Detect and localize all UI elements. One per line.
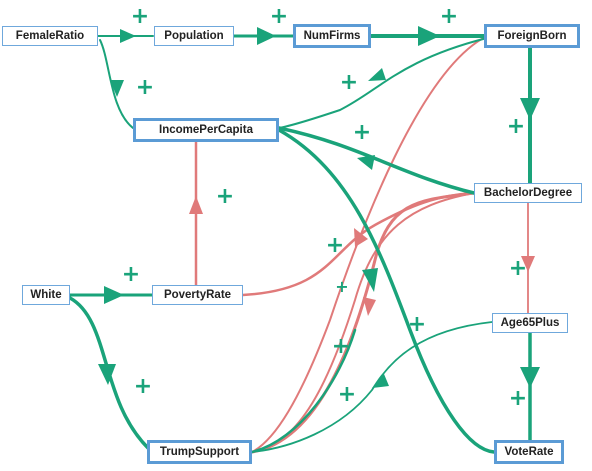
node-female-ratio[interactable]: FemaleRatio	[2, 26, 98, 46]
arrowhead-povertyrate-incomepercapita	[189, 196, 203, 214]
sign-label: +	[331, 334, 351, 359]
arrowhead-femaleratio-incomepercapita	[110, 80, 124, 97]
node-age65plus[interactable]: Age65Plus	[492, 313, 568, 333]
sign-label: +	[506, 114, 526, 139]
edge-trumpsupport-voterate	[250, 328, 357, 454]
sign-label: +	[439, 4, 459, 29]
arrowhead-bachelordegree-trumpsupport	[363, 297, 376, 316]
sign-label: +	[135, 75, 155, 100]
edge-bachelordegree-incomepercapita	[277, 126, 476, 195]
node-bachelor-degree[interactable]: BachelorDegree	[474, 183, 582, 203]
node-vote-rate[interactable]: VoteRate	[494, 440, 564, 464]
sign-label: +	[352, 120, 372, 145]
node-poverty-rate[interactable]: PovertyRate	[152, 285, 243, 305]
node-trump-support[interactable]: TrumpSupport	[147, 440, 252, 464]
sign-label: +	[325, 233, 345, 258]
sign-label: +	[130, 4, 150, 29]
sign-label: +	[508, 256, 528, 281]
sign-label: +	[215, 184, 235, 209]
node-num-firms[interactable]: NumFirms	[293, 24, 371, 48]
arrowhead-age65plus-voterate	[520, 367, 540, 388]
arrowhead-incomepercapita-voterate	[362, 268, 378, 292]
arrowhead-age65plus-trumpsupport	[372, 374, 389, 388]
edge-white-trumpsupport	[68, 296, 150, 450]
node-income-per-capita[interactable]: IncomePerCapita	[133, 118, 279, 142]
arrowhead-foreignborn-incomepercapita	[368, 68, 386, 81]
arrowhead-femaleratio-population	[120, 29, 136, 43]
edge-age65plus-trumpsupport	[251, 321, 493, 453]
node-foreign-born[interactable]: ForeignBorn	[484, 24, 580, 48]
arrowhead-population-numfirms	[257, 27, 276, 45]
sign-label: +	[508, 386, 528, 411]
arrowhead-foreignborn-bachelordegree	[520, 98, 540, 120]
node-white[interactable]: White	[22, 285, 70, 305]
edge-femaleratio-incomepercapita	[99, 39, 134, 129]
arrowhead-bachelordegree-age65plus	[521, 256, 535, 272]
sign-label: +	[335, 277, 349, 296]
sign-label: +	[337, 382, 357, 407]
arrowhead-white-povertyrate	[104, 286, 124, 304]
edge-foreignborn-trumpsupport	[251, 35, 488, 453]
edge-foreignborn-incomepercapita	[278, 37, 488, 129]
arrowhead-numfirms-foreignborn	[418, 26, 440, 46]
arrowhead-white-trumpsupport	[98, 364, 116, 385]
sign-label: +	[121, 262, 141, 287]
node-population[interactable]: Population	[154, 26, 234, 46]
arrowhead-bachelordegree-incomepercapita	[357, 155, 375, 170]
sign-label: +	[407, 312, 427, 337]
arrowhead-foreignborn-trumpsupport	[354, 228, 368, 247]
edge-povertyrate-bachelordegree	[241, 191, 476, 297]
sign-label: +	[339, 70, 359, 95]
sign-label: +	[269, 4, 289, 29]
sign-label: +	[133, 374, 153, 399]
edge-incomepercapita-voterate	[277, 128, 496, 454]
